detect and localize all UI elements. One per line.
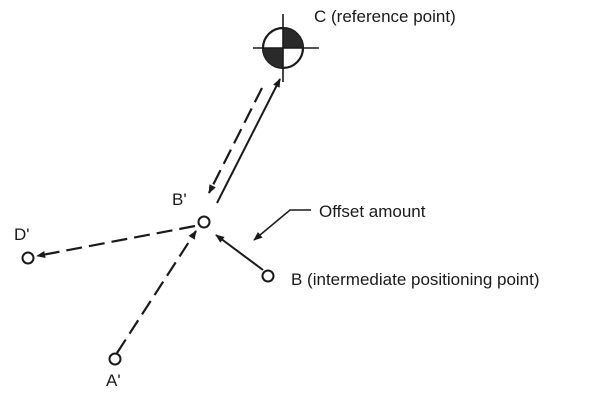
reference-point-c-icon — [253, 14, 319, 82]
path-a-prime-to-b-prime — [116, 230, 197, 354]
label-reference-point-c: C (reference point) — [314, 7, 456, 26]
path-c-to-b-prime — [208, 87, 263, 194]
offset-arrow — [215, 234, 264, 271]
label-intermediate-point-b: B (intermediate positioning point) — [291, 270, 540, 289]
point-b-icon — [261, 269, 275, 283]
label-d-prime: D' — [14, 225, 30, 244]
point-a-prime-icon — [108, 352, 122, 366]
point-b-prime-icon — [197, 215, 211, 229]
path-b-prime-to-d-prime — [36, 224, 196, 259]
label-offset-amount: Offset amount — [319, 202, 426, 221]
offset-leader-line — [253, 209, 311, 241]
point-d-prime-icon — [21, 251, 35, 265]
label-b-prime: B' — [172, 190, 187, 209]
path-b-prime-to-c — [216, 78, 281, 204]
label-a-prime: A' — [106, 371, 121, 390]
